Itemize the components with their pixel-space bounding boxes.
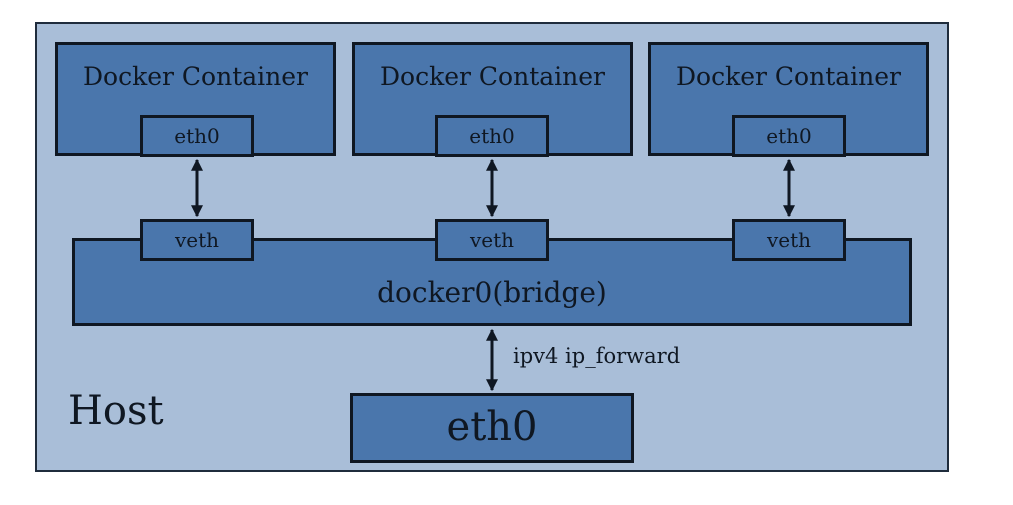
ip-forward-label: ipv4 ip_forward [513, 344, 681, 368]
container-2-eth0: eth0 [435, 115, 549, 157]
container-title: Docker Container [82, 62, 308, 91]
container-title: Docker Container [675, 62, 901, 91]
host-eth0-label: eth0 [446, 404, 538, 450]
veth-1: veth [140, 219, 254, 261]
veth-2: veth [435, 219, 549, 261]
container-3-eth0: eth0 [732, 115, 846, 157]
host-eth0: eth0 [350, 393, 634, 463]
host-label: Host [68, 388, 164, 434]
container-1-eth0: eth0 [140, 115, 254, 157]
veth-3: veth [732, 219, 846, 261]
container-title: Docker Container [379, 62, 605, 91]
bridge-label: docker0(bridge) [377, 276, 607, 309]
